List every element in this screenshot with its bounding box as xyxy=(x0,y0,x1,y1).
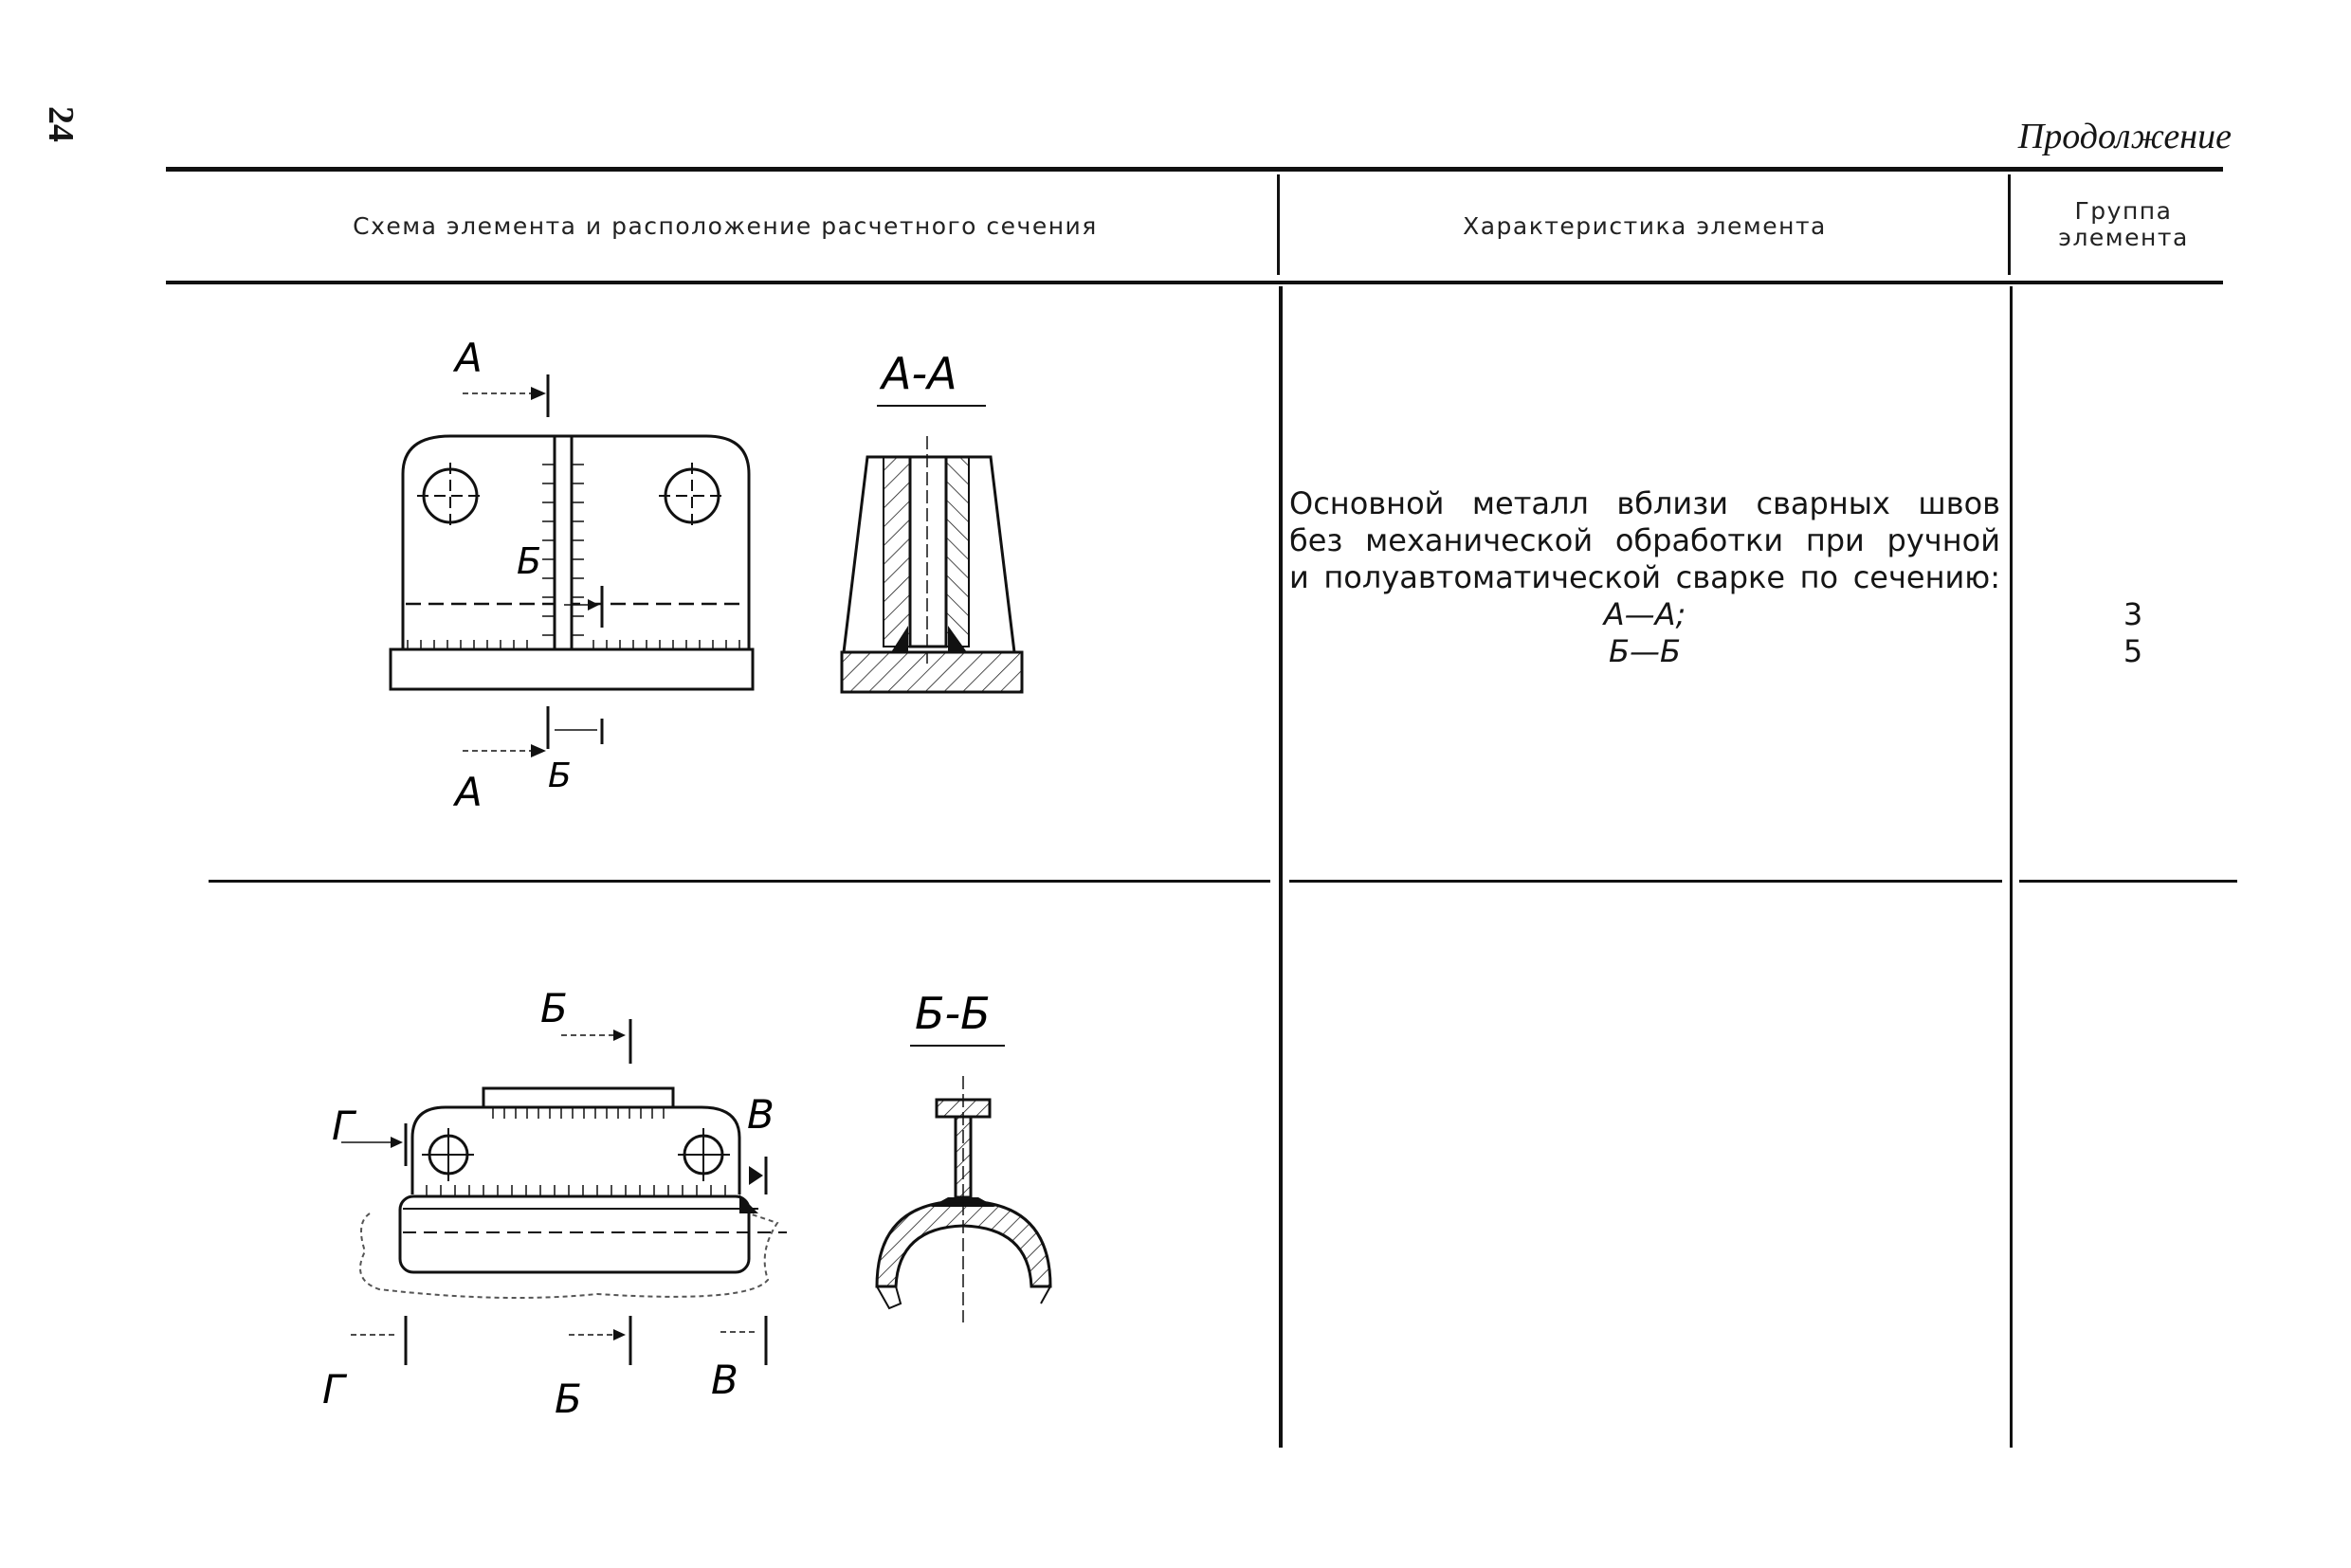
label-cut-a-top: А xyxy=(452,335,483,381)
row1-characteristic-line3: и полуавтоматической сварке по сечению: xyxy=(1289,559,2000,595)
column-divider-1-body xyxy=(1279,286,1283,1448)
label-cut-b-mid: Б xyxy=(517,540,541,582)
header-scheme: Схема элемента и расположение расчетного… xyxy=(353,212,1098,240)
header-characteristic: Характеристика элемента xyxy=(1463,212,1827,240)
column-divider-1 xyxy=(1277,174,1280,275)
column-divider-2 xyxy=(2008,174,2011,275)
header-group-line1: Группа xyxy=(2074,197,2173,225)
label-row2-cut-v-bottom: В xyxy=(711,1357,738,1403)
label-row2-cut-v-right: В xyxy=(747,1091,775,1138)
label-row2-cut-b-top: Б xyxy=(540,985,568,1031)
header-bottom-rule xyxy=(166,281,2223,284)
label-row2-cut-g-left: Г xyxy=(332,1103,357,1149)
drawing-row1-plan: А А Б Б xyxy=(389,335,755,815)
label-row2-cut-g-bottom: Г xyxy=(322,1366,348,1413)
row1-group-aa: 3 xyxy=(2123,596,2143,632)
continuation-label: Продолжение xyxy=(2017,117,2232,156)
table-top-rule xyxy=(166,167,2223,172)
drawing-row1-section-aa: А-А xyxy=(840,348,1024,694)
label-section-aa: А-А xyxy=(879,348,957,399)
label-cut-b-bottom: Б xyxy=(548,757,572,795)
drawing-row2-section-bb: Б-Б xyxy=(875,988,1052,1322)
page-number: 24 xyxy=(41,106,81,142)
row1-group-bb: 5 xyxy=(2123,633,2143,669)
label-row2-cut-b-bottom: Б xyxy=(555,1376,582,1422)
drawing-row2-plan: Б Г В Г Б В xyxy=(322,985,787,1422)
label-cut-a-bottom: А xyxy=(452,769,483,815)
row1-section-aa: А—А; xyxy=(1603,596,1686,632)
row1-characteristic-line2: без механической обработки при ручной xyxy=(1289,522,2000,558)
row1-characteristic-line1: Основной металл вблизи сварных швов xyxy=(1289,485,2000,521)
header-group-line2: элемента xyxy=(2058,224,2189,251)
row-divider-scheme xyxy=(209,880,1270,883)
column-divider-2-body xyxy=(2010,286,2013,1448)
row1-section-bb: Б—Б xyxy=(1609,633,1681,669)
row-divider-group xyxy=(2019,880,2237,883)
row1-characteristic: Основной металл вблизи сварных швов без … xyxy=(1289,485,2000,596)
row-divider-characteristic xyxy=(1289,880,2002,883)
label-section-bb: Б-Б xyxy=(915,988,991,1039)
